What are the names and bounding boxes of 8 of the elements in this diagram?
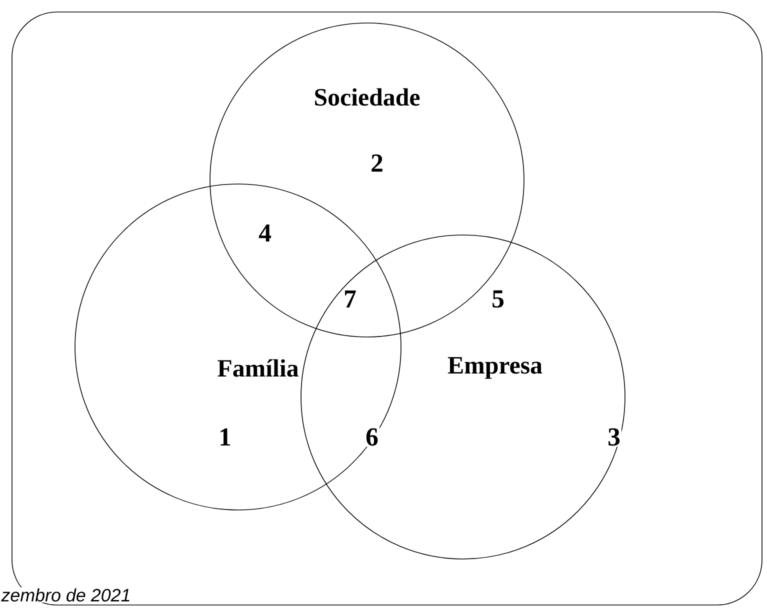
region-number: 5 xyxy=(490,289,506,309)
region-number: 3 xyxy=(606,427,622,447)
region-number: 7 xyxy=(342,290,358,308)
region-number: 4 xyxy=(258,223,272,243)
region-number: 6 xyxy=(364,427,380,447)
region-number: 2 xyxy=(370,153,384,173)
region-number: 1 xyxy=(218,427,232,447)
date-text: zembro de 2021 xyxy=(0,587,132,603)
